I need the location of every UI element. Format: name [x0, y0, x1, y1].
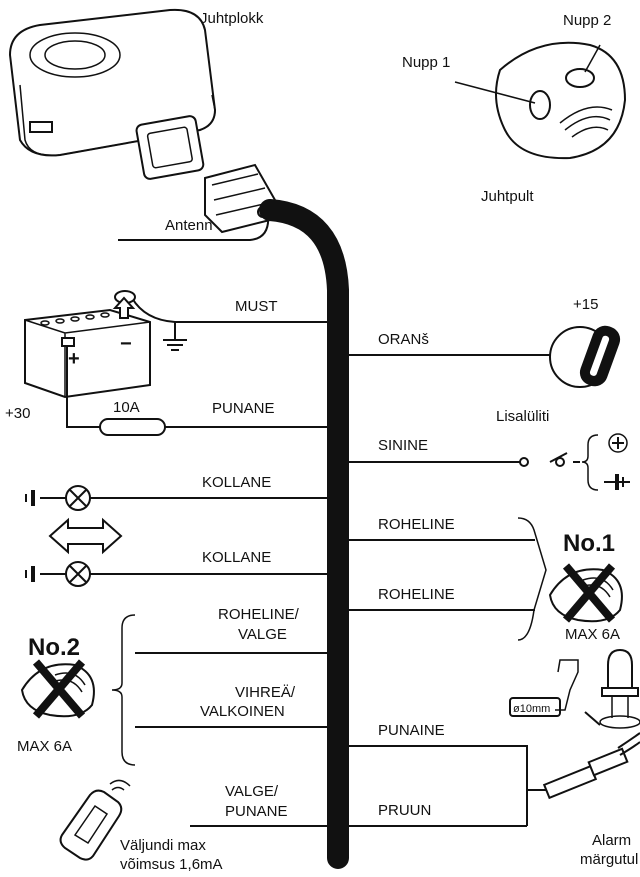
remote-label: Juhtpult — [481, 188, 534, 205]
button2-label: Nupp 2 — [563, 12, 611, 29]
button1-label: Nupp 1 — [402, 54, 450, 71]
button2-icon — [565, 68, 595, 88]
remote-disabled-icon-2 — [20, 659, 95, 719]
switch-contact-1 — [519, 457, 529, 467]
battery-ground-cable — [131, 297, 176, 323]
control-unit — [8, 8, 217, 180]
output-note-line2: võimsus 1,6mA — [120, 856, 223, 873]
battery-icon — [24, 296, 151, 399]
output-no2-label: No.2 — [28, 634, 80, 661]
ground-icon — [163, 322, 187, 351]
alarm-led-label-1: Alarm — [592, 832, 631, 849]
main-harness-cable — [259, 199, 349, 869]
wire-punaine-pruun — [343, 745, 528, 827]
alarm-led-icon — [584, 648, 640, 729]
ignition-label: +15 — [573, 296, 598, 313]
switch-contact-2 — [555, 457, 565, 467]
wire-roheline-valge-label-1: ROHELINE/ — [218, 606, 300, 623]
wire-punaine-label: PUNAINE — [378, 722, 445, 739]
wire-vihrea-label-2: VALKOINEN — [200, 703, 285, 720]
fuse-icon — [99, 418, 166, 436]
output-no2-max: MAX 6A — [17, 738, 72, 755]
drill-size-icon — [509, 659, 579, 717]
antenna-label: Antenn — [165, 217, 213, 234]
wire-punane — [66, 346, 333, 428]
output-no2-brace — [111, 614, 136, 766]
wire-kollane-2-label: KOLLANE — [202, 549, 271, 566]
battery-plus: + — [68, 348, 80, 370]
fuse-label: 10A — [113, 399, 140, 416]
wire-pruun-label: PRUUN — [378, 802, 431, 819]
wire-roheline-valge-label-2: VALGE — [238, 626, 287, 643]
remote-disabled-icon-1 — [548, 563, 623, 623]
wire-orans-label: ORANš — [378, 331, 429, 348]
drill-size-label: ø10mm — [513, 703, 550, 715]
output-note-line1: Väljundi max — [120, 837, 206, 854]
wire-sinine — [343, 452, 580, 463]
pager-remote-icon — [59, 779, 131, 861]
battery-label: +30 — [5, 405, 30, 422]
wire-sinine-label: SININE — [378, 437, 428, 454]
output-no1-max: MAX 6A — [565, 626, 620, 643]
led-connector-icon — [542, 732, 640, 800]
remote-control — [454, 41, 627, 160]
alarm-led-label-2: märgutul — [580, 851, 638, 868]
output-no1-brace — [517, 517, 547, 641]
indicator-lamp-1-icon — [25, 485, 91, 511]
control-unit-label: Juhtplokk — [200, 10, 264, 27]
wire-vihrea-label-1: VIHREÄ/ — [235, 684, 296, 701]
ignition-key-icon — [549, 325, 621, 388]
aux-switch-brace — [581, 434, 599, 491]
direction-arrows-icon — [48, 517, 123, 555]
plus-terminal-icon — [608, 433, 628, 453]
indicator-lamp-2-icon — [25, 561, 91, 587]
battery-minus: − — [120, 333, 132, 355]
wire-roheline-2-label: ROHELINE — [378, 586, 455, 603]
ground-terminal-icon — [604, 474, 630, 490]
aux-switch-label: Lisalüliti — [496, 408, 549, 425]
wire-must-label: MUST — [235, 298, 278, 315]
wire-roheline-1-label: ROHELINE — [378, 516, 455, 533]
wire-valge-punane-label-2: PUNANE — [225, 803, 288, 820]
wire-punane-label: PUNANE — [212, 400, 275, 417]
harness-connector — [204, 163, 277, 234]
wire-valge-punane-label-1: VALGE/ — [225, 783, 279, 800]
output-no1-label: No.1 — [563, 530, 615, 557]
wire-kollane-1-label: KOLLANE — [202, 474, 271, 491]
button1-icon — [529, 90, 551, 120]
